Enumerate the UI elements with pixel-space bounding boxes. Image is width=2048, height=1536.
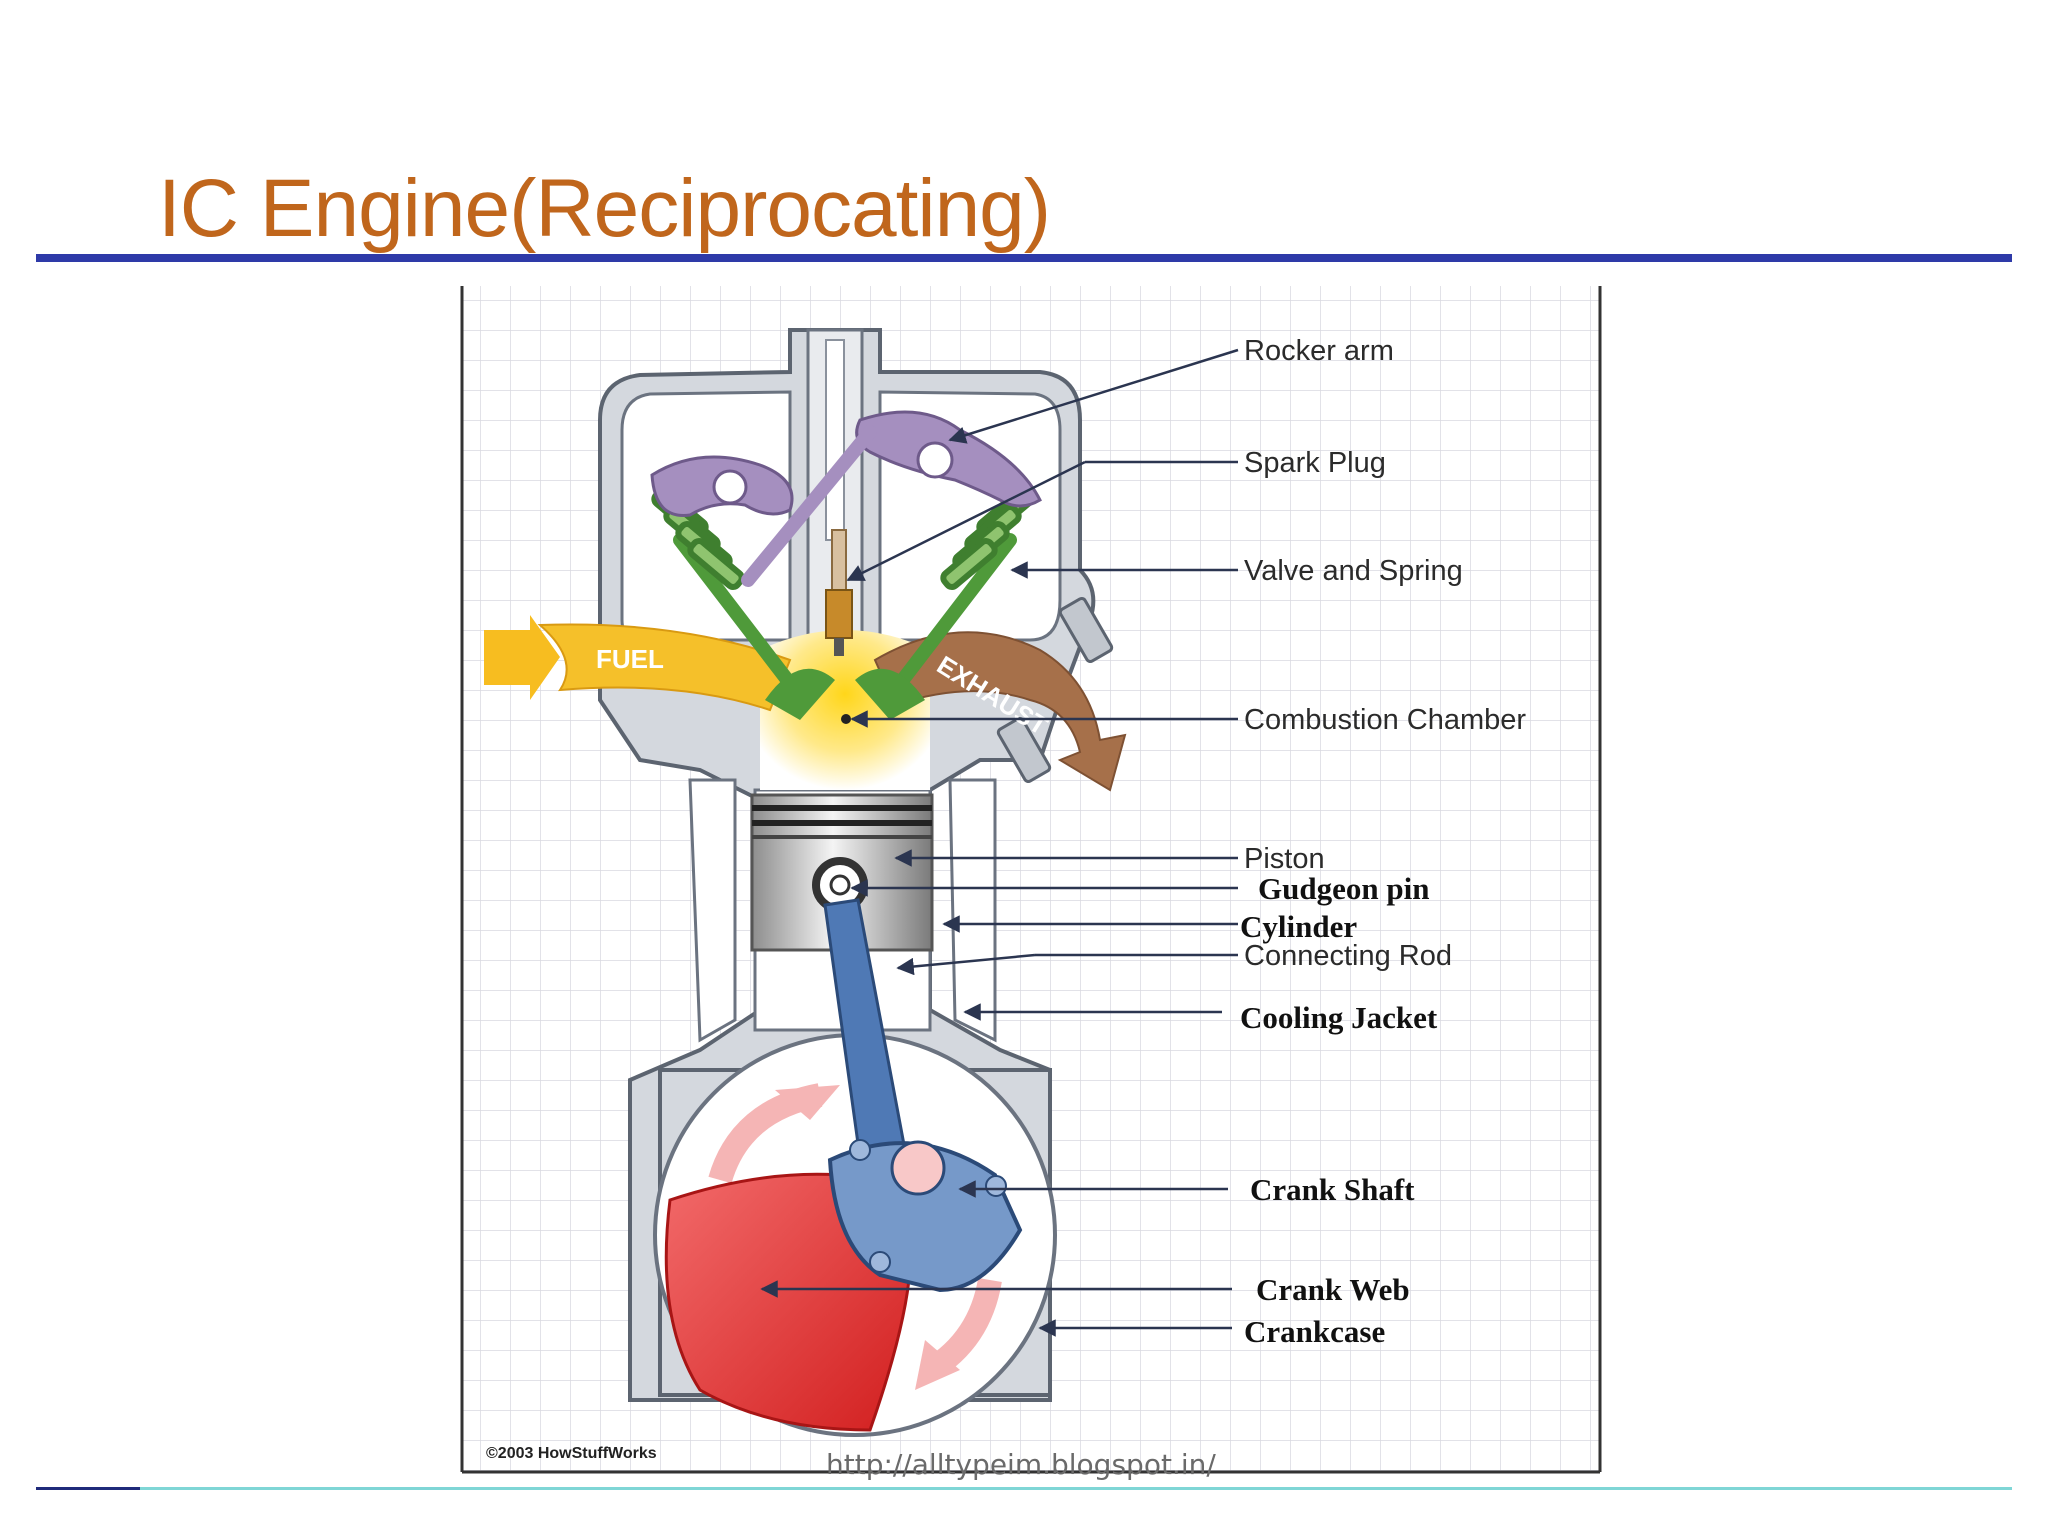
label-piston: Piston	[1244, 843, 1325, 875]
spark-plug	[825, 529, 853, 656]
label-valve-and-spring: Valve and Spring	[1244, 555, 1463, 587]
slide-title: IC Engine(Reciprocating)	[158, 163, 1051, 254]
label-cooling-jacket: Cooling Jacket	[1240, 1000, 1438, 1035]
footer-url: http://alltypeim.blogspot.in/	[826, 1448, 1216, 1481]
fuel-intake: FUEL	[484, 615, 792, 712]
label-spark-plug: Spark Plug	[1244, 447, 1386, 479]
label-crankcase: Crankcase	[1244, 1314, 1385, 1349]
label-cylinder: Cylinder	[1240, 909, 1357, 944]
title-rule	[36, 254, 2012, 262]
label-crank-shaft: Crank Shaft	[1250, 1172, 1415, 1207]
label-gudgeon-pin: Gudgeon pin	[1258, 871, 1429, 906]
rocker-arm-left	[650, 455, 794, 517]
label-crank-web: Crank Web	[1256, 1272, 1410, 1307]
connecting-rod	[823, 898, 1023, 1293]
valve-spring-right	[940, 487, 1034, 590]
copyright-notice: ©2003 HowStuffWorks	[486, 1445, 657, 1462]
intake-valve	[673, 533, 835, 720]
label-rocker-arm: Rocker arm	[1244, 335, 1394, 367]
footer-rule-accent	[36, 1487, 140, 1490]
combustion-point	[841, 714, 851, 724]
leader-lines	[760, 348, 1239, 1337]
exhaust-valve	[855, 533, 1017, 720]
footer-rule	[140, 1487, 2012, 1490]
fuel-label: FUEL	[596, 644, 664, 674]
label-connecting-rod: Connecting Rod	[1244, 940, 1452, 972]
push-rod	[741, 425, 877, 587]
label-combustion-chamber: Combustion Chamber	[1244, 704, 1526, 736]
